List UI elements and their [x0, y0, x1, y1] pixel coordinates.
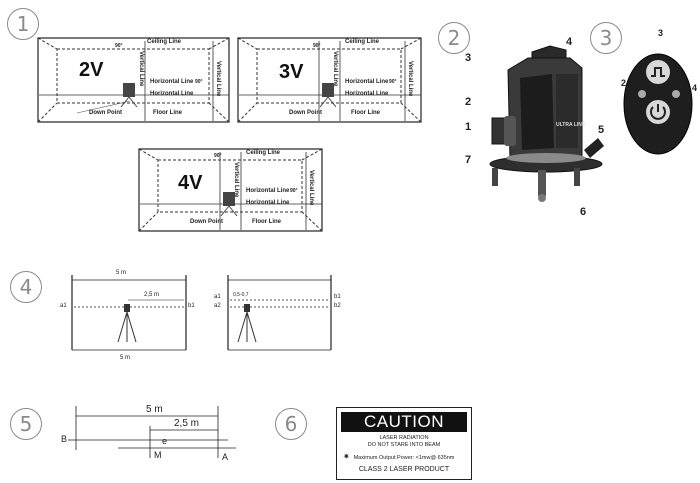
fig4-left-bottom: 5 m	[120, 355, 131, 361]
vertical-line-label-2: Vertical Line	[215, 61, 221, 97]
floor-line-label: Floor Line	[153, 110, 182, 116]
vertical-line-label-2: Vertical Line	[407, 61, 413, 97]
keypad-callout-4: 4	[692, 83, 698, 93]
keypad-callout-2: 2	[621, 78, 627, 88]
section-number-2: 2	[438, 22, 470, 54]
caution-line2: DO NOT STARE INTO BEAM	[367, 442, 441, 448]
fig5-top: 5 m	[146, 404, 163, 415]
device-callout-7: 7	[465, 154, 472, 166]
caution-line1: LASER RADIATION	[379, 435, 429, 441]
fig5-B: B	[61, 434, 68, 444]
mode-label: 3V	[279, 61, 304, 83]
room-panel-3v: 3V Ceiling Line 90° Vertical Line Horizo…	[237, 37, 422, 123]
fig5-mid: 2,5 m	[174, 418, 200, 429]
section-number-3: 3	[590, 22, 622, 54]
horizontal-line-label-2: Horizontal Line	[246, 200, 290, 206]
caution-line3: Maximum Output Power: <1mw@ 635nm	[353, 455, 455, 461]
fig4-right-small: 0,5-0,7	[233, 292, 249, 298]
fig5-M: M	[154, 450, 162, 460]
horizontal-line-label: Horizontal Line	[345, 79, 389, 85]
keypad-callout-1: 1	[658, 142, 664, 152]
room-panel-2v: 2V Ceiling Line 90° Vertical Line Horizo…	[37, 37, 230, 123]
angle-label: 90°	[115, 43, 123, 49]
vertical-line-label-2: Vertical Line	[308, 170, 314, 206]
keypad-drawing	[623, 53, 693, 155]
floor-line-label: Floor Line	[252, 219, 281, 225]
device-callout-4: 4	[566, 36, 573, 48]
figure4-right: 0,5-0,7 a1 a2 b1 b2	[213, 270, 353, 370]
ceiling-line-label: Ceiling Line	[345, 39, 380, 45]
caution-line4: CLASS 2 LASER PRODUCT	[358, 466, 450, 473]
device-callout-2: 2	[465, 96, 472, 108]
fig5-e: e	[162, 436, 168, 446]
fig4-right-a2: a2	[214, 303, 221, 309]
down-point-label: Down Point	[289, 110, 322, 116]
horizontal-line-label-2: Horizontal Line	[345, 91, 389, 97]
room-panel-4v: 4V Ceiling Line 90° Vertical Line Horizo…	[138, 148, 323, 232]
fig5-A: A	[222, 452, 229, 462]
ceiling-line-label: Ceiling Line	[147, 39, 182, 45]
fig4-left-mid: 2,5 m	[144, 292, 160, 298]
angle-label-2: 90°	[290, 188, 298, 194]
fig4-left-a: a1	[60, 303, 67, 309]
device-callout-1: 1	[465, 121, 472, 133]
device-drawing	[489, 45, 604, 202]
floor-line-label: Floor Line	[351, 110, 380, 116]
room-drawing	[138, 148, 323, 232]
device-callout-6: 6	[580, 206, 587, 218]
vertical-line-label: Vertical Line	[138, 51, 144, 87]
fig5-drawing	[68, 406, 236, 458]
horizontal-line-label: Horizontal Line	[150, 79, 194, 85]
angle-label: 90°	[214, 153, 222, 159]
fig4-left-drawing	[71, 275, 187, 351]
keypad-callout-3: 3	[658, 28, 664, 38]
device-callout-3: 3	[465, 52, 472, 64]
device-brand: ULTRA LINE	[556, 122, 586, 128]
figure4-left: 5 m 2,5 m 5 m a1 b1	[60, 270, 197, 370]
ceiling-line-label: Ceiling Line	[246, 150, 281, 156]
angle-label-2: 90°	[195, 79, 203, 85]
fig4-left-top: 5 m	[116, 270, 127, 276]
section-number-1: 1	[7, 8, 39, 40]
section-number-4: 4	[10, 271, 42, 303]
fig4-right-a1: a1	[214, 294, 221, 300]
figure5: 5 m 2,5 m e M B A	[58, 402, 248, 467]
fig4-left-b: b1	[188, 303, 195, 309]
horizontal-line-label: Horizontal Line	[246, 188, 290, 194]
down-point-label: Down Point	[89, 110, 122, 116]
device-callout-5: 5	[598, 124, 605, 136]
room-drawing	[37, 37, 230, 123]
mode-label: 2V	[79, 59, 104, 81]
keypad	[620, 34, 700, 160]
horizontal-line-label-2: Horizontal Line	[150, 91, 194, 97]
caution-label: CAUTION LASER RADIATION DO NOT STARE INT…	[336, 407, 472, 480]
mode-label: 4V	[178, 172, 203, 194]
fig4-right-b1: b1	[334, 294, 341, 300]
fig4-right-b2: b2	[334, 303, 341, 309]
caution-title: CAUTION	[341, 412, 467, 432]
room-drawing	[237, 37, 422, 123]
vertical-line-label: Vertical Line	[233, 162, 239, 198]
section-number-5: 5	[10, 408, 42, 440]
laser-warning-icon: ✷	[343, 452, 350, 461]
vertical-line-label: Vertical Line	[332, 51, 338, 87]
angle-label: 90°	[313, 43, 321, 49]
angle-label-2: 90°	[389, 79, 397, 85]
laser-level-device: ULTRA LINE	[470, 30, 610, 215]
down-point-label: Down Point	[190, 219, 223, 225]
fig4-right-drawing	[227, 275, 332, 351]
section-number-6: 6	[275, 408, 307, 440]
